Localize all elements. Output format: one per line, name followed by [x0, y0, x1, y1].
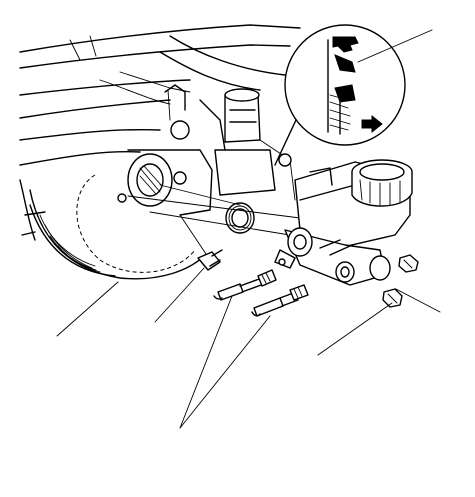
- callout-leaders: [56, 29, 441, 429]
- line-fitting: [197, 249, 223, 271]
- arrow-right-icon: [361, 114, 383, 134]
- callout-leader-line-a: [179, 295, 233, 429]
- callout-leader-detail: [357, 29, 433, 63]
- booster-mount: [117, 84, 213, 216]
- flare-nut-upper: [398, 254, 419, 273]
- brake-lines: [213, 269, 309, 317]
- brake-booster: [19, 174, 206, 280]
- callout-leader-lower-nut: [317, 302, 393, 356]
- master-cylinder: [274, 159, 413, 286]
- callout-leader-flare-nut: [395, 288, 441, 313]
- flare-nuts: [382, 254, 419, 308]
- callout-leader-fitting: [154, 267, 205, 323]
- callout-leader-line-b: [179, 315, 271, 429]
- detail-magnifier: [274, 24, 406, 166]
- callout-leader-booster: [56, 281, 119, 337]
- reservoir-cap-tower: [199, 88, 296, 201]
- engine-bay-outline: [19, 24, 301, 166]
